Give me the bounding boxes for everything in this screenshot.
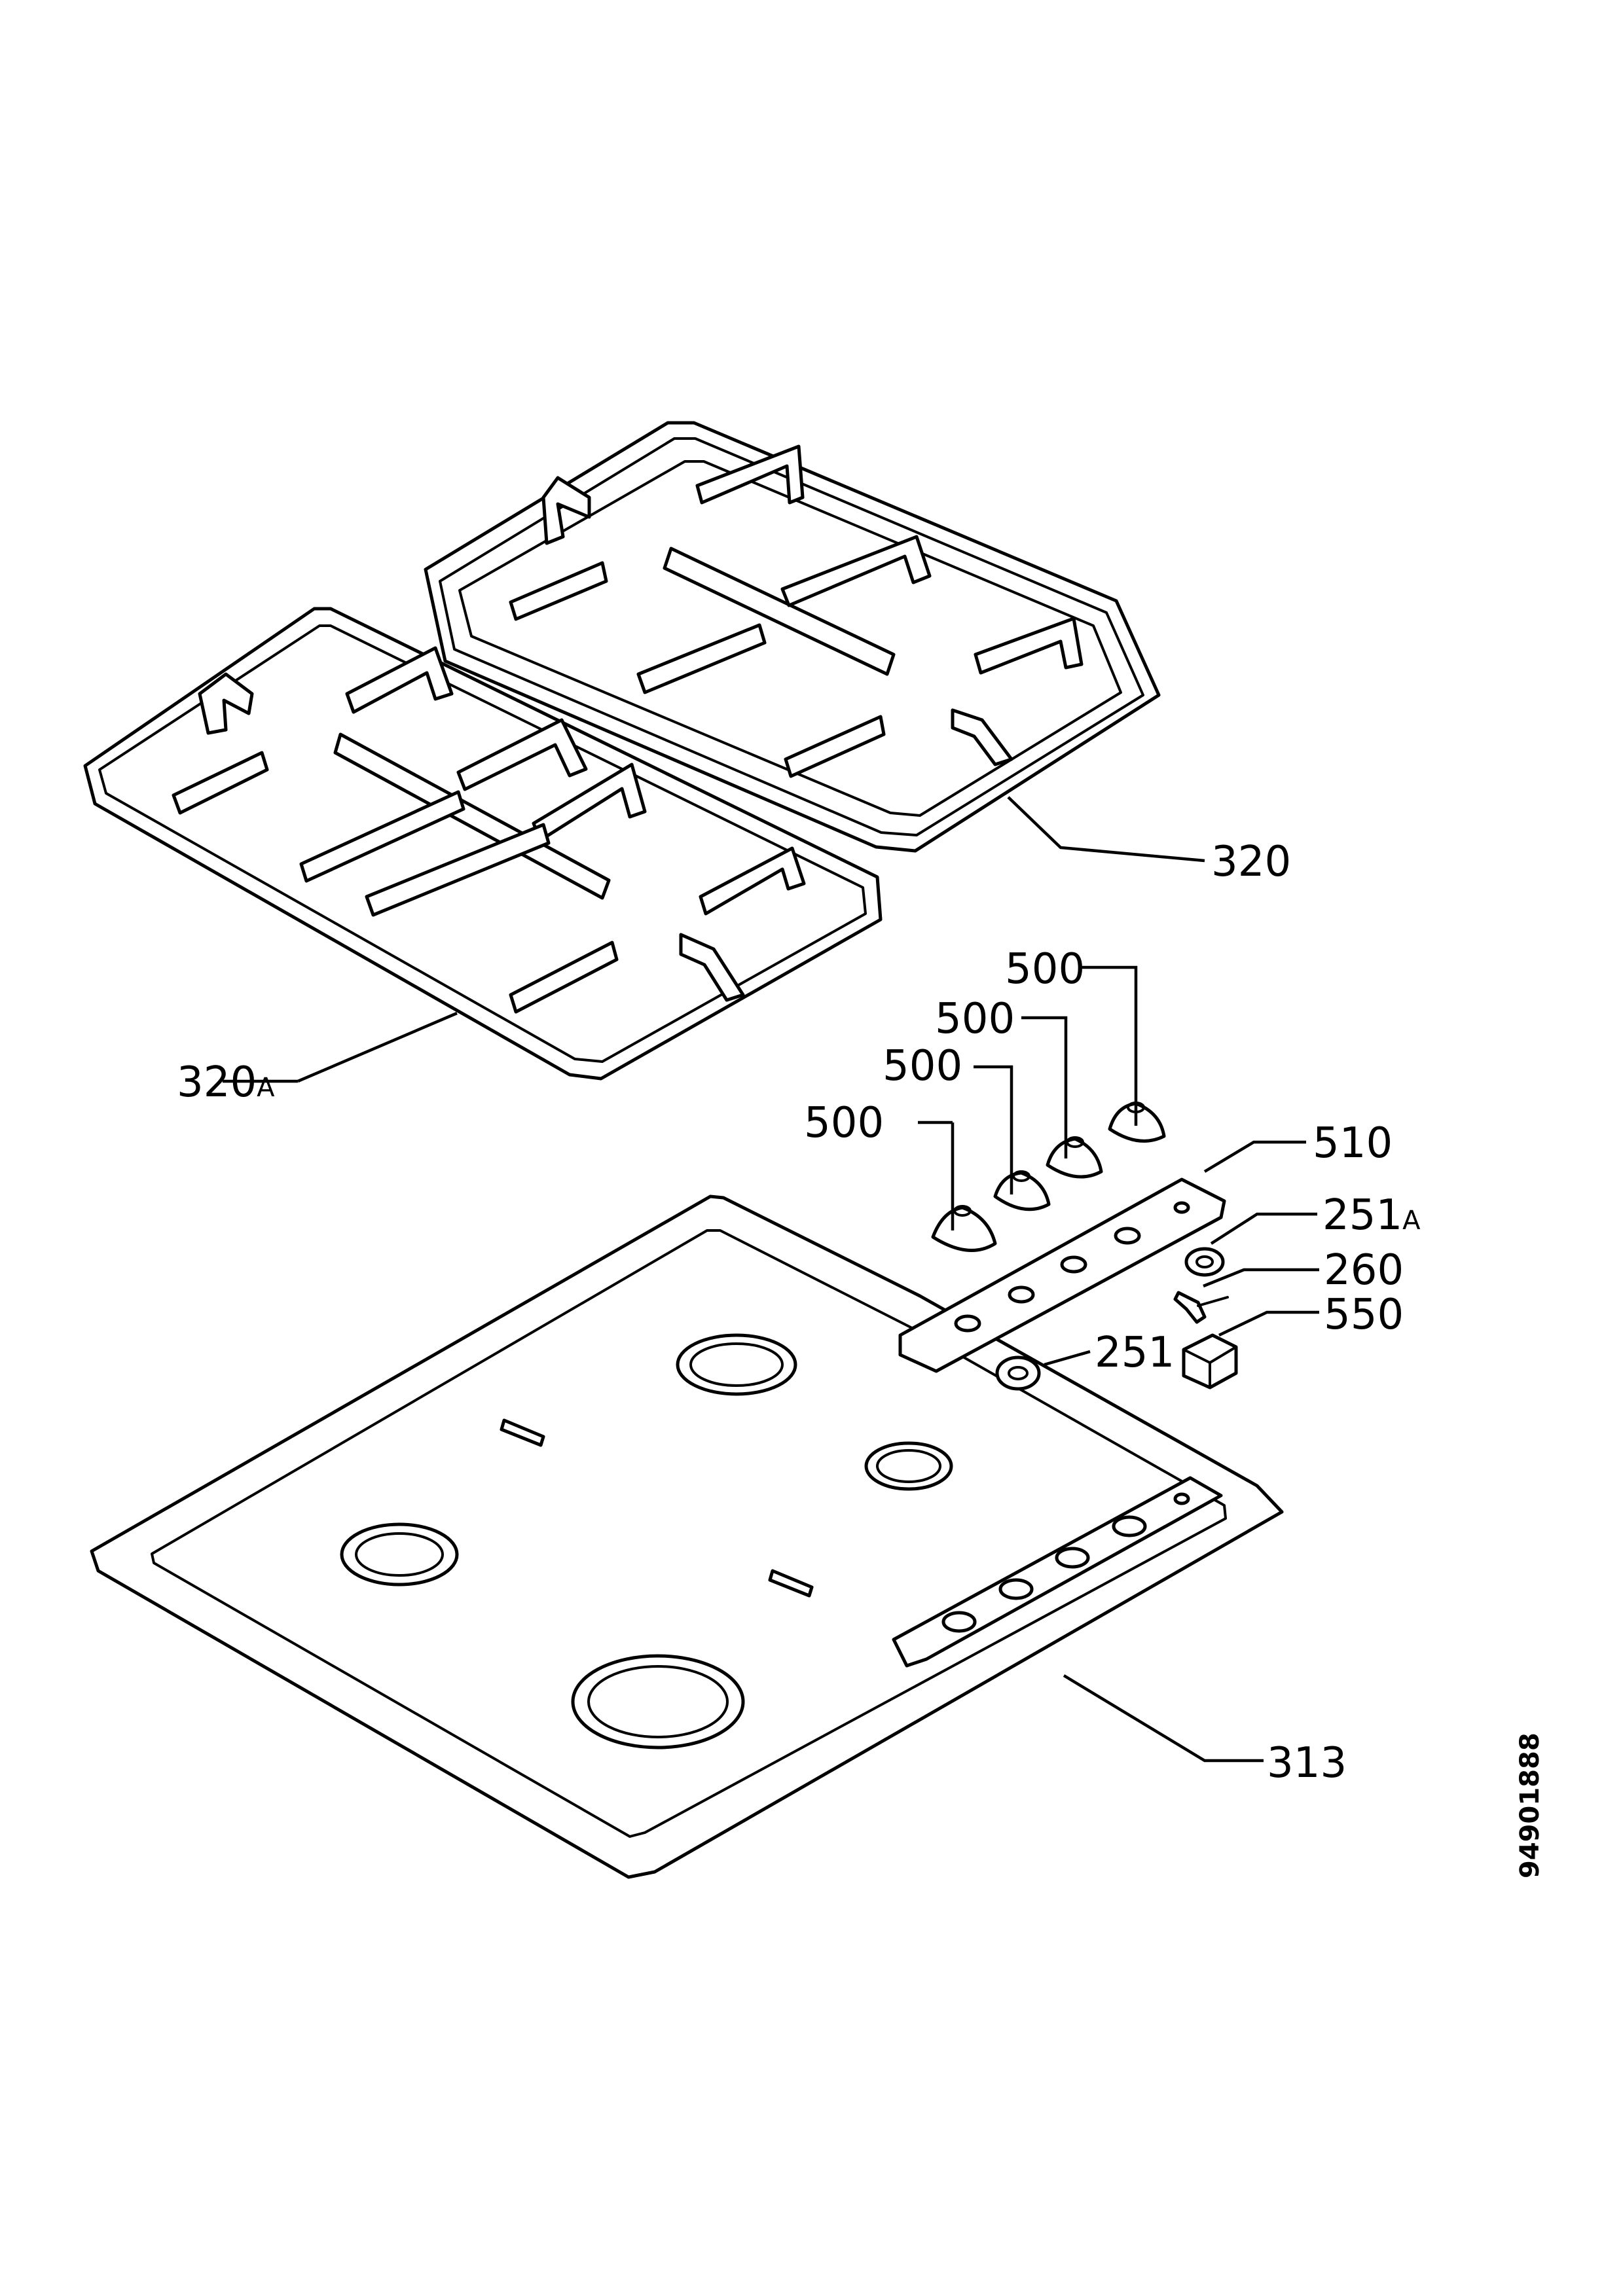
label-320a: 320A	[177, 1058, 275, 1107]
document-number: 94901888	[1515, 1732, 1545, 1878]
pan-support-grid-right	[424, 421, 1161, 853]
label-260: 260	[1324, 1246, 1404, 1295]
part-labels: 320 320A 500 500 500 500 510 251A 260 55…	[177, 838, 1421, 1787]
label-500-a: 500	[1005, 945, 1085, 994]
knob-2	[993, 1170, 1051, 1211]
label-500-c: 500	[883, 1042, 962, 1090]
label-251: 251	[1095, 1329, 1175, 1377]
washer-251a	[1184, 1247, 1225, 1277]
hob-top-313	[90, 1194, 1284, 1879]
clip-260	[1173, 1291, 1229, 1324]
label-550: 550	[1324, 1291, 1404, 1339]
washer-251	[995, 1355, 1041, 1391]
label-500-d: 500	[804, 1099, 884, 1147]
control-panel-510	[898, 1177, 1226, 1373]
pan-support-grid-left	[83, 607, 883, 1081]
ignition-switch-550	[1182, 1333, 1238, 1390]
label-251a: 251A	[1322, 1191, 1421, 1240]
leader-lines	[223, 796, 1319, 1763]
label-320: 320	[1211, 838, 1291, 886]
knob-1	[931, 1205, 997, 1252]
label-510: 510	[1313, 1119, 1393, 1168]
label-313: 313	[1267, 1739, 1347, 1787]
knob-3	[1046, 1136, 1103, 1179]
label-500-b: 500	[935, 995, 1015, 1043]
